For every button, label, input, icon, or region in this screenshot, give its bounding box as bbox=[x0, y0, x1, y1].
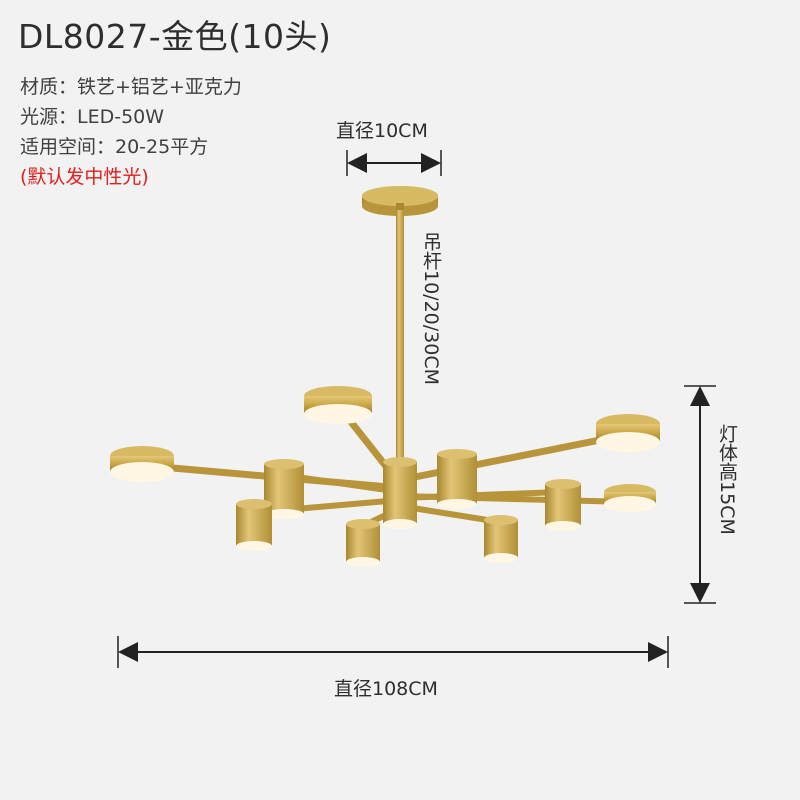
rod-length-label: 吊杆10/20/30CM bbox=[420, 232, 442, 385]
spec-note: (默认发中性光) bbox=[20, 166, 149, 188]
disc-lamp bbox=[110, 446, 174, 482]
spec-list: 材质：铁艺+铝艺+亚克力 光源：LED-50W 适用空间：20-25平方 (默认… bbox=[20, 72, 242, 192]
product-title: DL8027-金色(10头) bbox=[18, 17, 332, 56]
hanging-rod bbox=[396, 210, 404, 472]
central-hub bbox=[383, 457, 417, 529]
cylinder-lamp bbox=[346, 519, 380, 567]
overall-dimension bbox=[117, 636, 669, 668]
disc-lamp bbox=[304, 386, 372, 424]
cylinder-lamp bbox=[236, 499, 272, 551]
canopy-dimension bbox=[346, 150, 442, 176]
disc-lamp bbox=[604, 484, 656, 512]
cylinder-lamp bbox=[545, 479, 581, 531]
height-dimension bbox=[684, 385, 716, 604]
cylinder-lamp bbox=[484, 515, 518, 563]
overall-diameter-label: 直径108CM bbox=[334, 678, 438, 700]
disc-lamp bbox=[596, 414, 660, 452]
cylinder-lamp bbox=[437, 449, 477, 509]
spec-area: 适用空间：20-25平方 bbox=[20, 136, 209, 158]
canopy-diameter-label: 直径10CM bbox=[336, 120, 428, 142]
canopy bbox=[362, 186, 438, 217]
spec-light-source: 光源：LED-50W bbox=[20, 106, 165, 128]
body-height-label: 灯体高15CM bbox=[716, 424, 738, 535]
spec-material: 材质：铁艺+铝艺+亚克力 bbox=[20, 76, 242, 98]
